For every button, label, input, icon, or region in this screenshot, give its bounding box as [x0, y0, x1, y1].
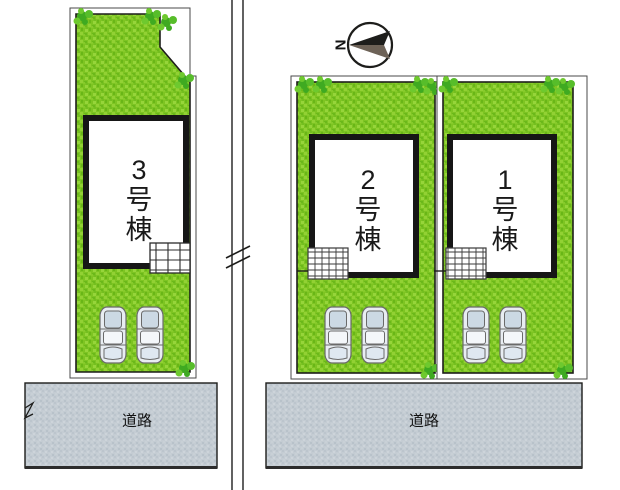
lot-1-label-line3: 棟: [492, 225, 519, 255]
road-right-surface: [265, 382, 583, 469]
car-icon: [136, 306, 164, 364]
car-icon: [324, 306, 352, 364]
lot-2-balcony: [307, 247, 349, 280]
lot-3-group[interactable]: 3 号 棟: [69, 7, 197, 379]
lot-3-balcony: [149, 242, 191, 274]
road-right-kerb: [266, 466, 582, 469]
lot-3-house: [83, 115, 189, 269]
road-left-label: 道路: [122, 413, 152, 430]
north-arrow: N: [333, 21, 394, 69]
lot-1-group[interactable]: 1 号 棟: [434, 75, 588, 380]
lot-1-label-line1: 1: [497, 165, 512, 195]
lot-2-group[interactable]: 2 号 棟: [290, 75, 443, 380]
lot-3-label-line3: 棟: [126, 215, 153, 245]
car-icon: [361, 306, 389, 364]
compass-needle-dark: [349, 45, 390, 59]
lot-2-label-line2: 号: [355, 195, 382, 225]
road-left-group: 道路: [23, 382, 218, 469]
compass-north-letter: N: [333, 40, 350, 51]
road-right-label: 道路: [409, 413, 439, 430]
road-left-surface: [24, 382, 218, 469]
road-right-group: 道路: [265, 382, 583, 469]
road-left-break-mark: [23, 401, 35, 420]
lot-1-balcony: [445, 247, 487, 280]
compass-needle-light: [349, 31, 390, 45]
lot-1-label-line2: 号: [492, 195, 519, 225]
car-icon: [462, 306, 490, 364]
car-icon: [99, 306, 127, 364]
drawing-break-line: [225, 0, 251, 490]
lot-2-label-line3: 棟: [355, 225, 382, 255]
road-left-kerb: [25, 466, 217, 469]
lot-3-label-line1: 3: [131, 155, 146, 185]
lot-2-label-line1: 2: [360, 165, 375, 195]
lot-3-label-line2: 号: [126, 185, 153, 215]
car-icon: [499, 306, 527, 364]
